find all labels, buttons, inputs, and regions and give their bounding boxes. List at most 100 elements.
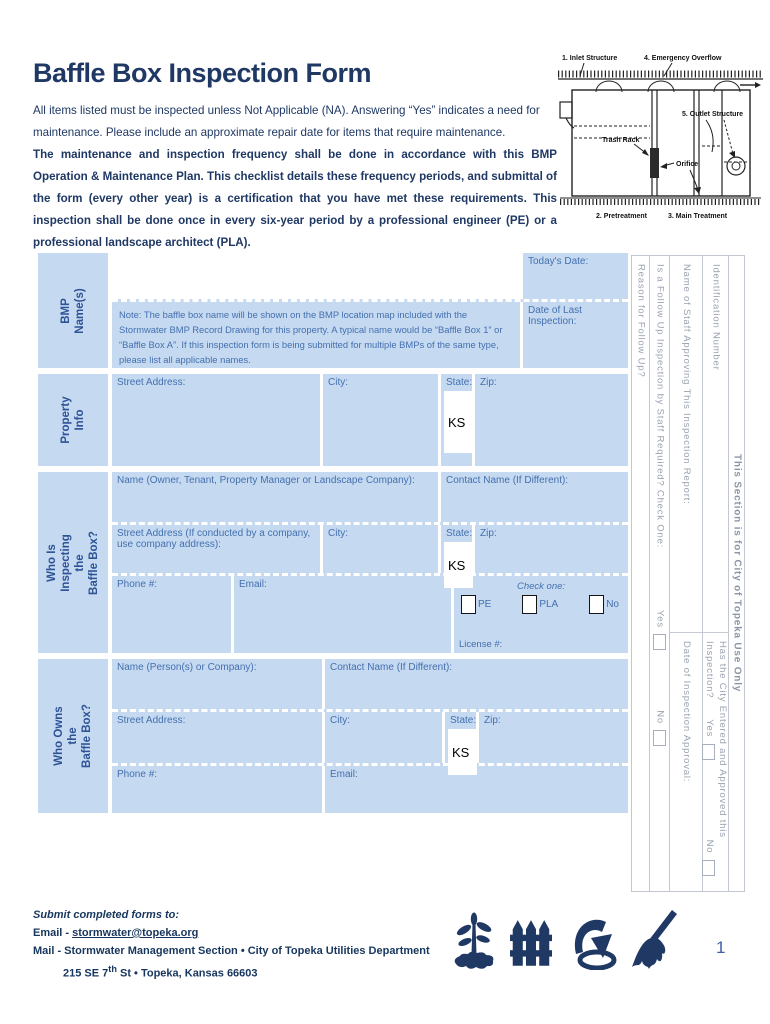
footer-icons [452,910,678,970]
mail-line: Mail - Stormwater Management Section • C… [33,945,430,957]
frequency-paragraph: The maintenance and inspection frequency… [33,148,557,249]
diagram-outlet-label: 5. Outlet Structure [682,111,743,118]
inspector-phone-field[interactable]: Phone #: [112,576,231,653]
city-approved-no-label: No [703,839,715,854]
section-bmp-names: BMP Name(s) Today's Date: Note: The baff… [38,253,628,368]
intro-paragraph: All items listed must be inspected unles… [33,104,540,139]
owner-city-field[interactable]: City: [322,712,442,763]
reason-follow-up-column: Reason for Follow Up? [632,256,649,891]
inspector-state-input[interactable]: KS [444,542,473,588]
inspector-state-field: State: KS [438,525,473,588]
bmp-name-input[interactable] [112,253,520,299]
property-street-field[interactable]: Street Address: [112,374,320,466]
follow-up-yes-label: Yes [654,610,666,628]
reason-follow-up-label: Reason for Follow Up? [635,264,647,378]
drain-icon [574,919,617,970]
follow-up-yes-checkbox[interactable] [653,634,666,651]
follow-up-no-checkbox[interactable] [653,730,666,747]
email-line: Email - stormwater@topeka.org [33,924,430,942]
inspector-name-field[interactable]: Name (Owner, Tenant, Property Manager or… [112,472,438,522]
diagram-orifice-label: Orifice [676,161,698,168]
owner-state-input[interactable]: KS [448,729,477,775]
email-link[interactable]: stormwater@topeka.org [72,927,199,939]
city-use-only-header: This Section is for City of Topeka Use O… [731,454,743,693]
city-approved-yes-checkbox[interactable] [702,743,716,760]
inspector-contact-field[interactable]: Contact Name (If Different): [438,472,628,522]
follow-up-question-label: Is a Follow Up Inspection by Staff Requi… [654,264,666,549]
diagram-main-treatment-label: 3. Main Treatment [668,213,728,220]
section-label-inspector: Who Is Inspecting the Baffle Box? [38,472,112,653]
identification-number-field[interactable]: Identification Number [710,264,722,371]
identification-column: Identification Number Has the City Enter… [702,256,728,891]
section-property-info: Property Info Street Address: City: Stat… [38,374,628,466]
follow-up-required-column: Is a Follow Up Inspection by Staff Requi… [649,256,669,891]
city-approved-question-line1: Has the City Entered and Approved this [716,641,728,838]
staff-name-label: Name of Staff Approving This Inspection … [681,264,692,505]
diagram-pretreatment-label: 2. Pretreatment [596,213,648,220]
diagram-inlet-label: 1. Inlet Structure [562,55,617,62]
address-line: 215 SE 7th St • Topeka, Kansas 66603 [33,960,430,983]
todays-date-field[interactable]: Today's Date: [520,253,628,299]
inspector-street-field[interactable]: Street Address (If conducted by a compan… [112,525,320,573]
pe-label: PE [478,599,492,610]
inspector-email-field[interactable]: Email: [231,576,451,653]
owner-section-label: Who Owns the Baffle Box? [53,704,93,768]
owner-zip-field[interactable]: Zip: [476,712,628,763]
bmp-note-text: Note: The baffle box name will be shown … [112,302,520,368]
city-approved-question-line2: Inspection? [703,641,715,699]
property-section-label: Property Info [60,396,86,444]
pla-checkbox[interactable] [522,595,538,614]
pe-checkbox[interactable] [461,595,476,614]
follow-up-no-label: No [654,710,666,725]
inspector-zip-field[interactable]: Zip: [472,525,628,573]
baffle-box-cutaway-drawing: 1. Inlet Structure 4. Emergency Overflow [558,55,763,220]
no-credential-checkbox[interactable] [589,595,605,614]
address-rest: St • Topeka, Kansas 66603 [116,967,258,980]
license-number-field[interactable]: License #: [459,639,503,650]
owner-state-label: State: [450,715,477,726]
inspector-credential-cell: Check one: PE PLA [451,576,628,653]
inspector-state-label: State: [446,528,473,539]
owner-name-field[interactable]: Name (Person(s) or Company): [112,659,322,709]
property-state-field: State: KS [438,374,473,466]
property-state-input[interactable]: KS [444,391,473,453]
section-label-owner: Who Owns the Baffle Box? [38,659,112,813]
owner-phone-field[interactable]: Phone #: [112,766,322,813]
city-use-only-panel: Reason for Follow Up? Is a Follow Up Ins… [631,255,745,892]
diagram-overflow-label: 4. Emergency Overflow [644,55,722,62]
property-state-label: State: [446,377,473,388]
section-who-is-inspecting: Who Is Inspecting the Baffle Box? Name (… [38,472,628,653]
submit-forms-label: Submit completed forms to: [33,909,180,921]
last-inspection-date-field[interactable]: Date of Last Inspection: [520,302,628,368]
page-title: Baffle Box Inspection Form [33,58,372,88]
city-approved-no-checkbox[interactable] [702,859,716,876]
inspection-form-table: BMP Name(s) Today's Date: Note: The baff… [38,253,628,813]
city-approved-yes-label: Yes [703,719,715,738]
fence-icon [510,920,552,966]
broom-icon [632,910,677,969]
owner-street-field[interactable]: Street Address: [112,712,322,763]
address-ordinal: th [108,964,117,974]
property-zip-field[interactable]: Zip: [472,374,628,466]
check-one-label: Check one: [516,581,566,592]
baffle-box-diagram: 1. Inlet Structure 4. Emergency Overflow [556,50,765,232]
bmp-section-label: BMP Name(s) [60,287,86,334]
section-label-property: Property Info [38,374,112,466]
email-prefix: Email - [33,927,73,939]
page-number: 1 [716,938,726,957]
pla-label: PLA [539,599,559,610]
diagram-trash-rack-label: Trash Rack [602,137,639,144]
owner-state-field: State: KS [442,712,477,775]
property-city-field[interactable]: City: [320,374,438,466]
plant-icon [454,912,494,969]
footer-submission-block: Submit completed forms to: Email - storm… [33,906,430,983]
inspector-city-field[interactable]: City: [320,525,438,573]
owner-contact-field[interactable]: Contact Name (If Different): [322,659,628,709]
approval-date-field[interactable]: Date of Inspection Approval: [681,641,692,783]
city-use-header-column: This Section is for City of Topeka Use O… [728,256,744,891]
no-credential-label: No [606,599,619,610]
section-who-owns: Who Owns the Baffle Box? Name (Person(s)… [38,659,628,813]
staff-approval-column: Name of Staff Approving This Inspection … [669,256,702,891]
address-street-number: 215 SE 7 [63,967,109,980]
